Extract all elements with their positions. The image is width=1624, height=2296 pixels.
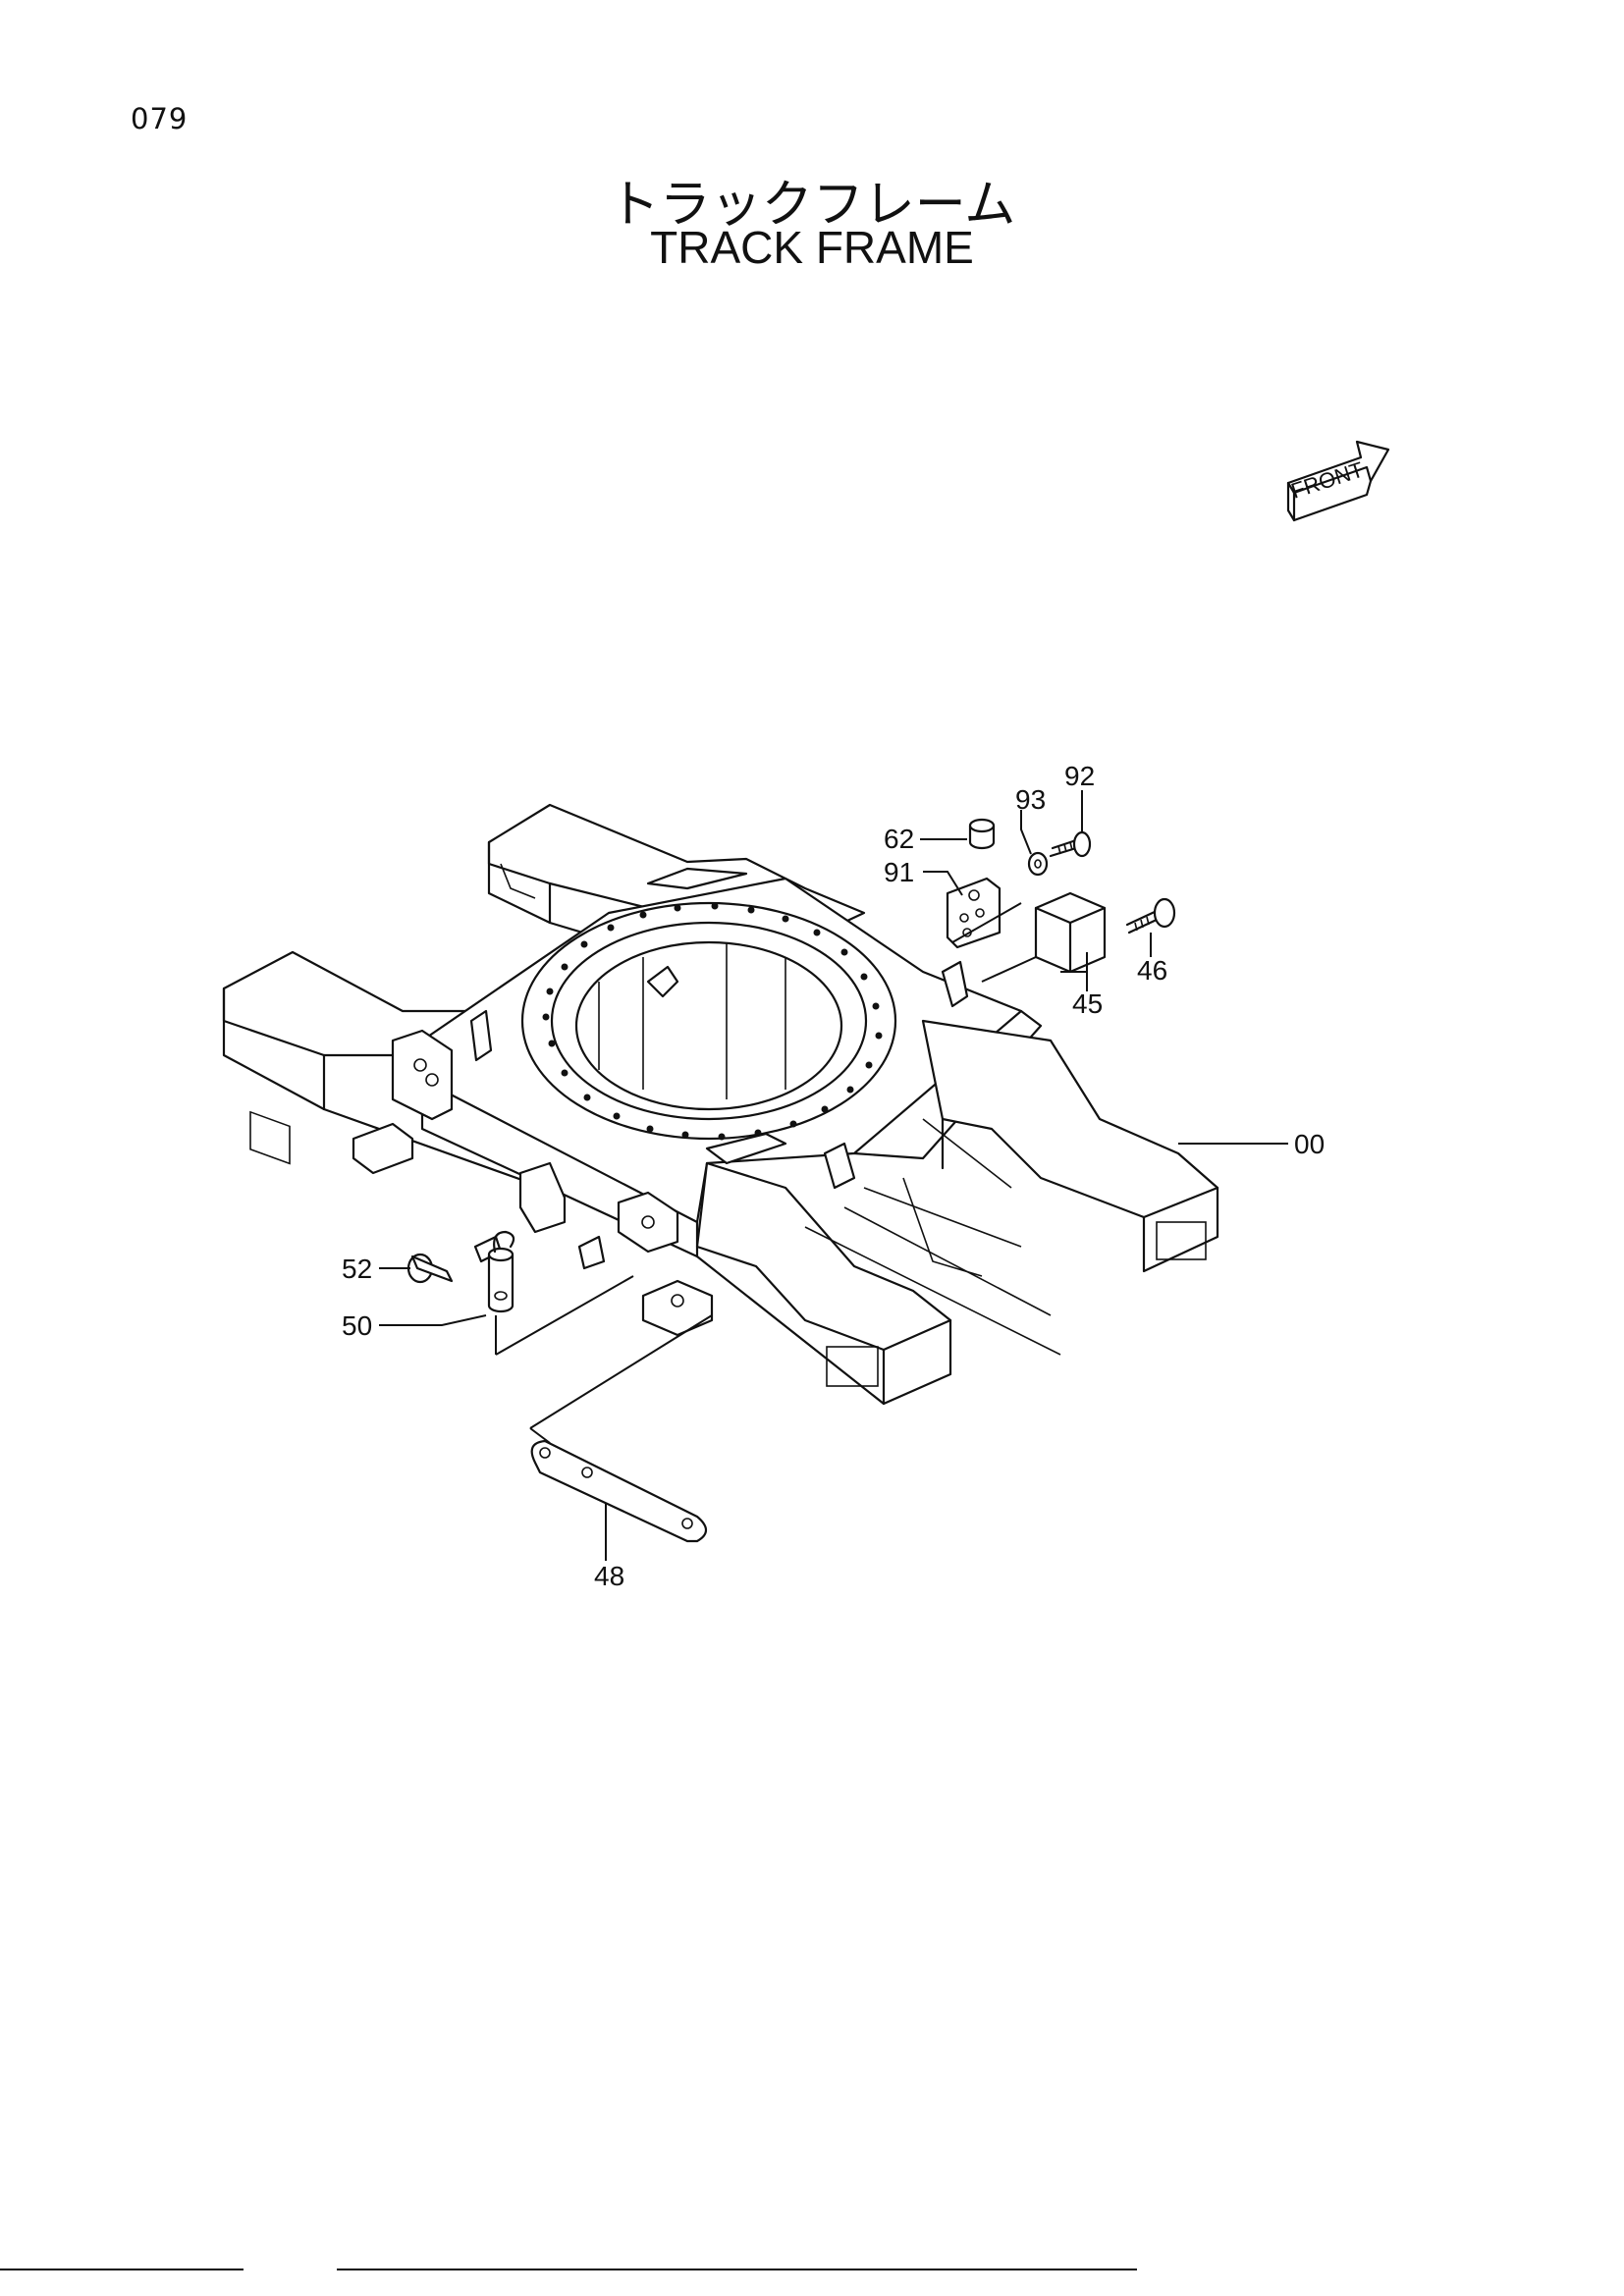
front-label: FRONT bbox=[1288, 457, 1367, 504]
part-52-ring bbox=[406, 1253, 454, 1284]
page-number: 079 bbox=[131, 102, 189, 135]
leader-lines bbox=[379, 790, 1288, 1561]
footer-rule-left bbox=[0, 2269, 244, 2270]
callout-00: 00 bbox=[1294, 1129, 1325, 1159]
front-arrow-icon: FRONT bbox=[1286, 440, 1390, 522]
part-93-washer bbox=[1027, 851, 1049, 877]
swing-bearing-ring bbox=[520, 901, 897, 1141]
title-english: TRACK FRAME bbox=[650, 222, 974, 273]
footer-rule-right bbox=[337, 2269, 1137, 2270]
part-50-pin bbox=[487, 1230, 515, 1313]
part-62-cap bbox=[968, 818, 996, 850]
callout-93: 93 bbox=[1015, 784, 1046, 815]
callout-50: 50 bbox=[342, 1310, 372, 1341]
callout-48: 48 bbox=[594, 1561, 624, 1591]
callout-62: 62 bbox=[884, 824, 914, 854]
title-japanese: トラックフレーム bbox=[608, 176, 1016, 235]
callout-91: 91 bbox=[884, 857, 914, 887]
callout-45: 45 bbox=[1072, 988, 1103, 1019]
part-91-bracket bbox=[946, 877, 1001, 949]
part-46-bolt bbox=[1125, 897, 1176, 934]
part-48-link bbox=[530, 1439, 708, 1543]
callout-labels: 92 93 62 91 46 45 00 52 50 48 bbox=[342, 761, 1325, 1591]
callout-46: 46 bbox=[1137, 955, 1167, 986]
callout-92: 92 bbox=[1064, 761, 1095, 791]
callout-52: 52 bbox=[342, 1254, 372, 1284]
part-92-bolt bbox=[1049, 830, 1092, 858]
part-45-bracket bbox=[1034, 891, 1107, 974]
frame-brackets bbox=[352, 867, 969, 1337]
